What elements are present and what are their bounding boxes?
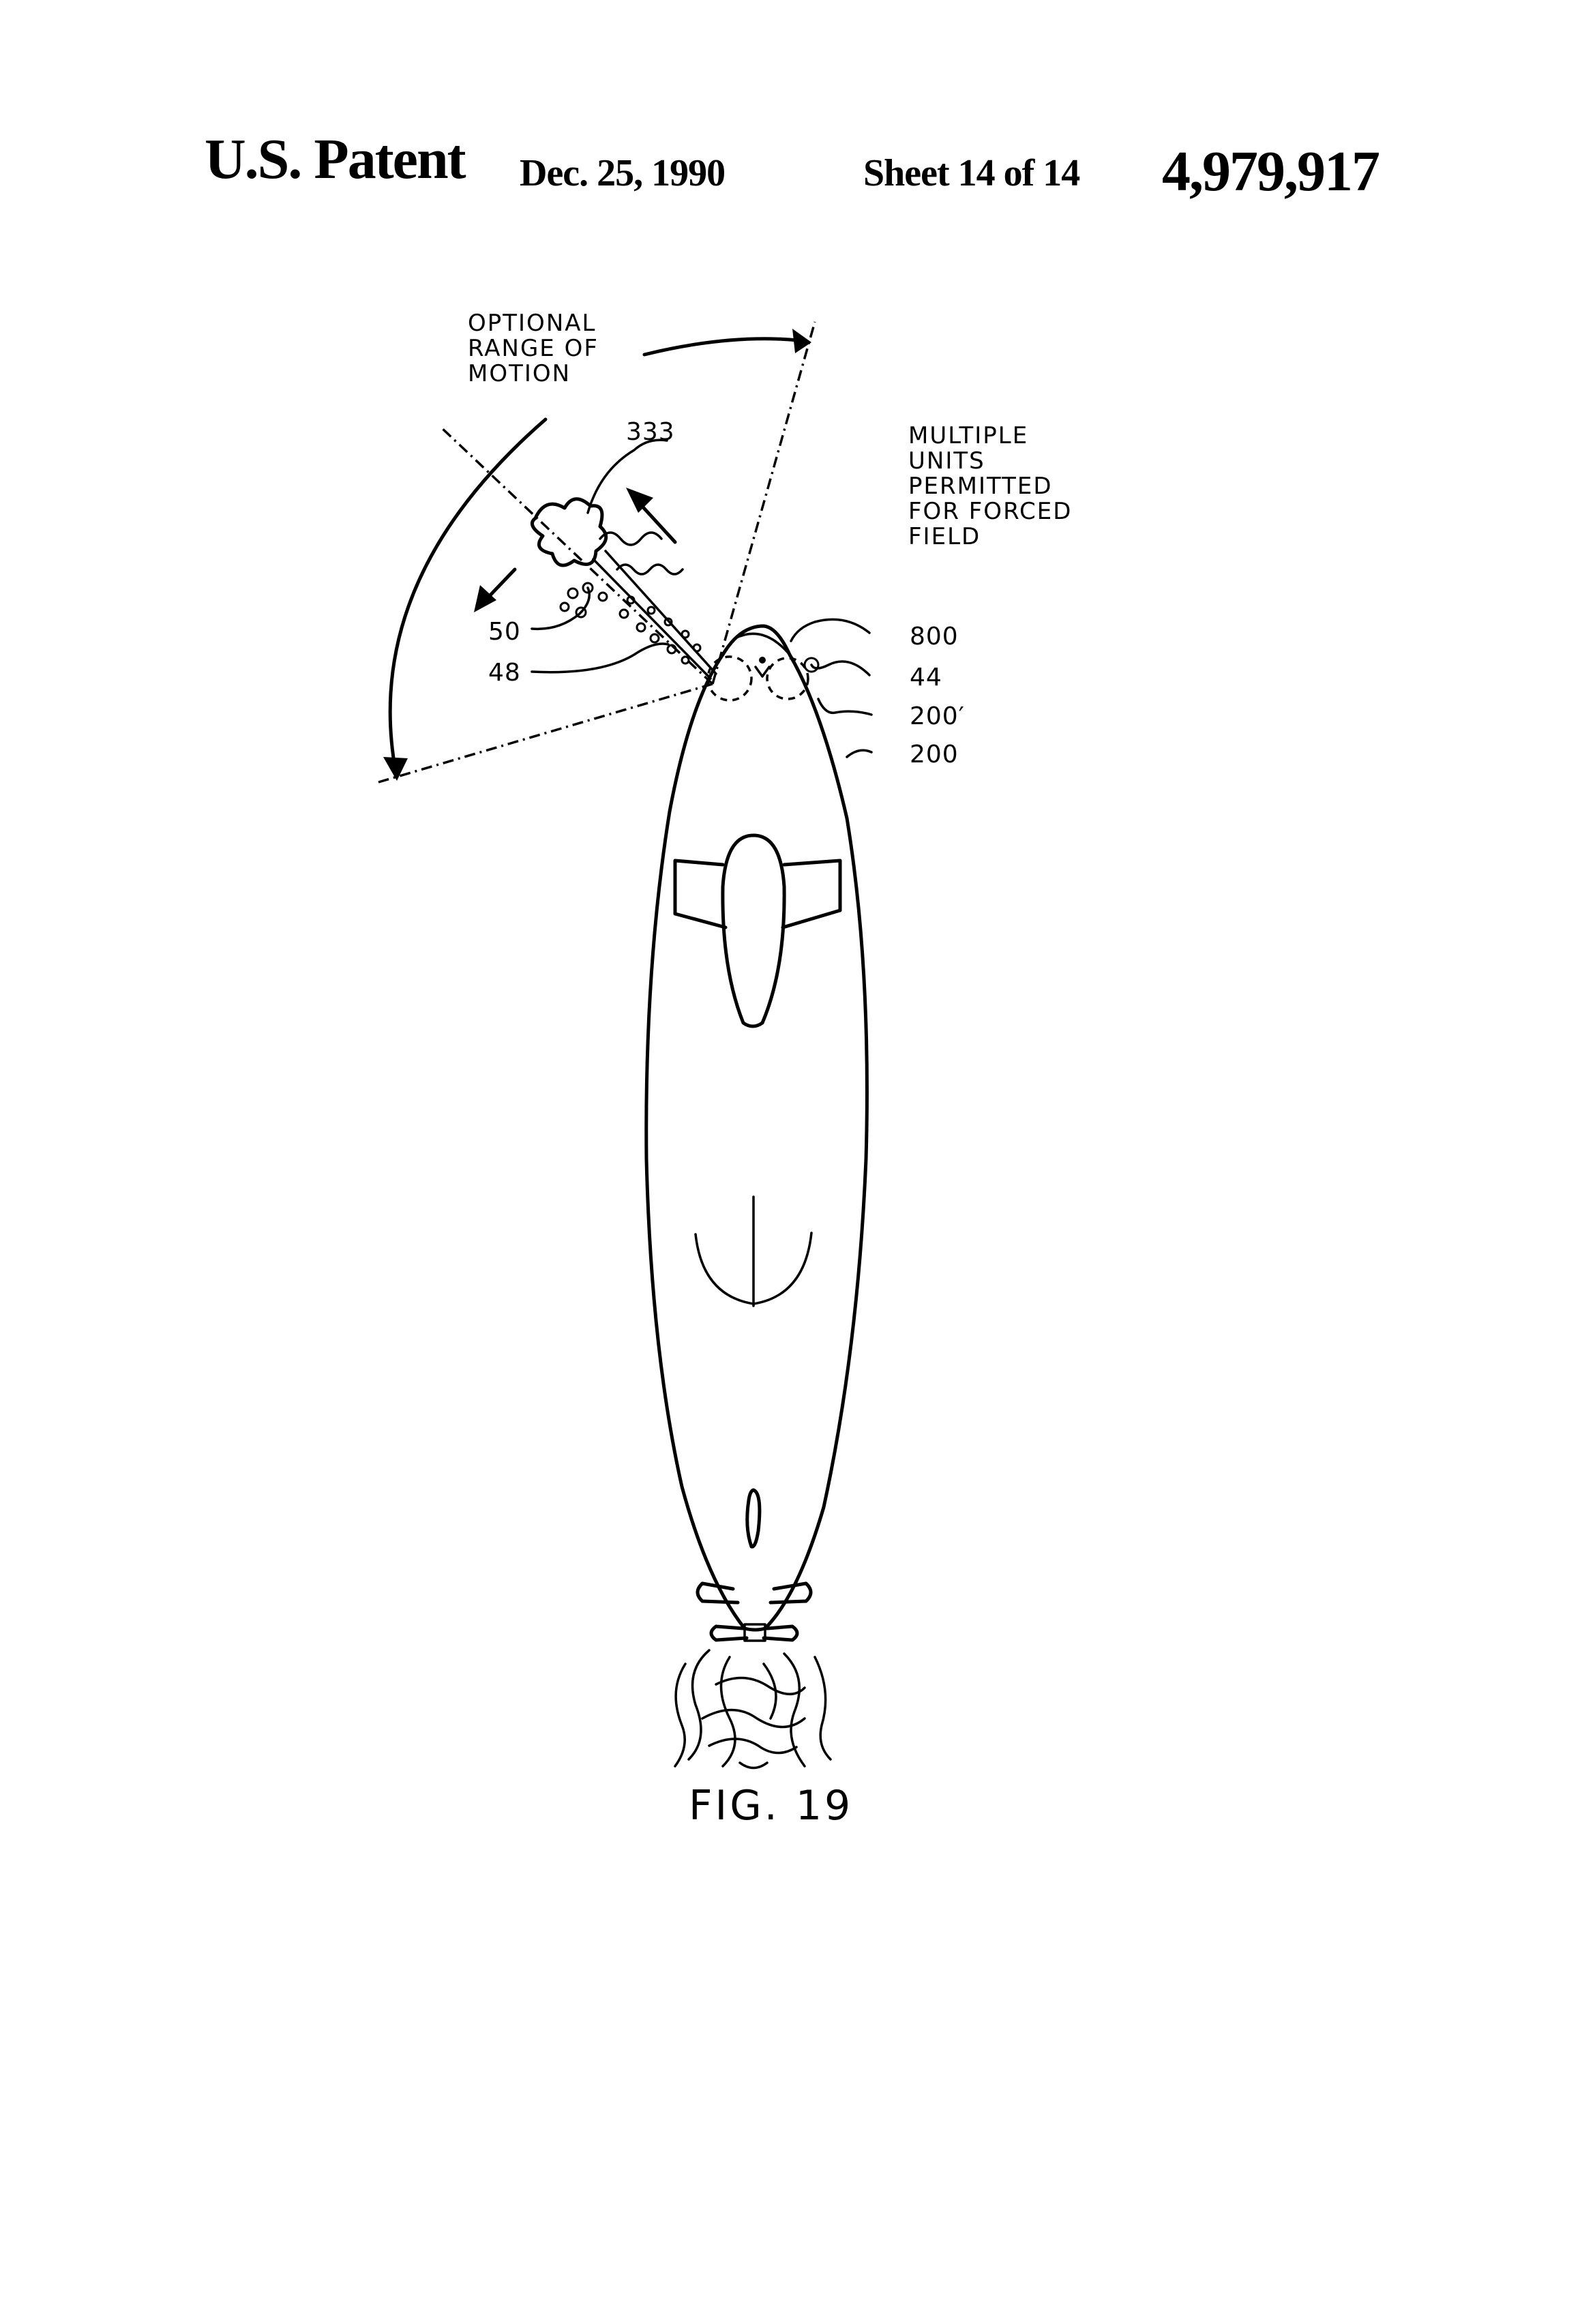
range-label-line3: MOTION	[468, 360, 571, 387]
ref-50: 50	[488, 618, 521, 646]
figure-caption: FIG. 19	[689, 1782, 853, 1830]
note-label-line1: MULTIPLE	[908, 422, 1028, 449]
stern-planes-propeller	[698, 1583, 811, 1641]
note-label-line4: FOR FORCED	[908, 498, 1072, 525]
range-label-line1: OPTIONAL	[468, 310, 596, 337]
vessel-hull	[646, 626, 867, 1630]
deck-hatch	[696, 1197, 811, 1306]
emission-stream	[561, 533, 716, 679]
ref-44: 44	[910, 664, 942, 691]
note-label-line5: FIELD	[908, 523, 981, 550]
range-label-line2: RANGE OF	[468, 335, 599, 362]
stern-fin	[747, 1490, 760, 1547]
ref-200-prime: 200′	[910, 702, 965, 730]
note-label-line2: UNITS	[908, 447, 985, 475]
ref-333: 333	[626, 418, 675, 446]
ref-800: 800	[910, 623, 959, 651]
note-label-line3: PERMITTED	[908, 473, 1053, 500]
ref-48: 48	[488, 659, 521, 687]
sail-and-planes	[675, 835, 840, 1026]
ref-200: 200	[910, 741, 959, 769]
lower-limit-line	[378, 684, 713, 782]
propeller-wash	[675, 1650, 831, 1768]
range-of-motion-arc	[383, 329, 811, 781]
